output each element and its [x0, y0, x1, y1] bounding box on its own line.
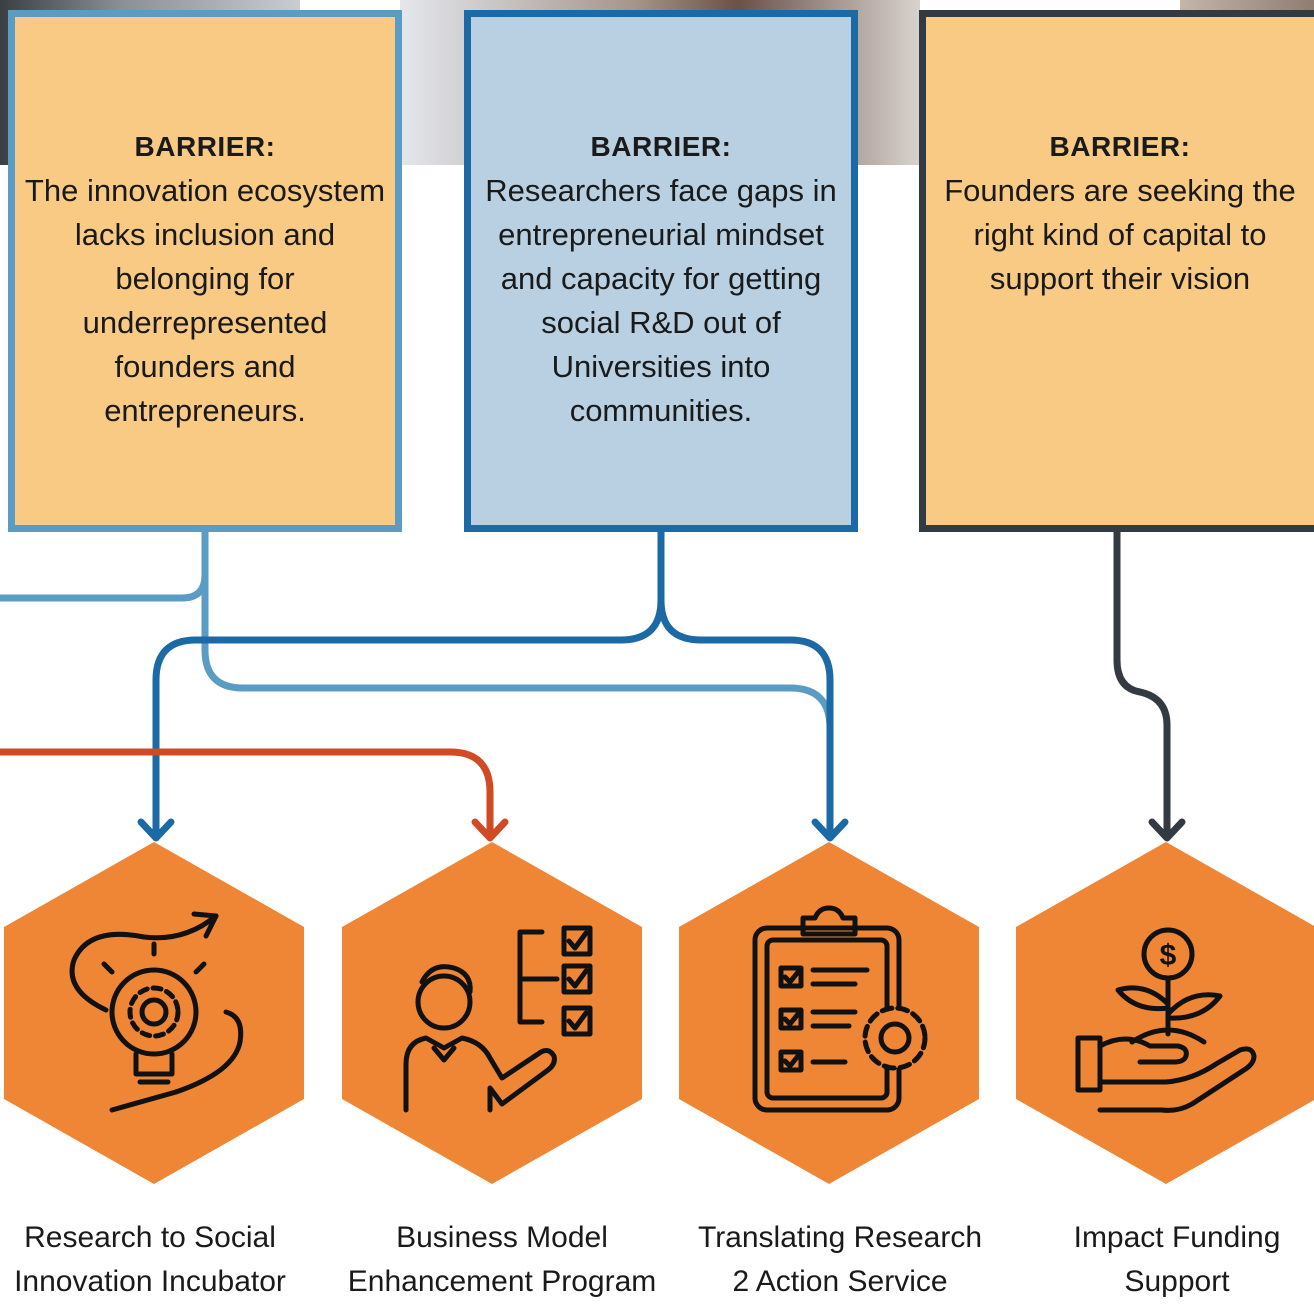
- program-label-translating: Translating Research 2 Action Service: [670, 1216, 1010, 1304]
- program-label-line2: Enhancement Program: [347, 1265, 657, 1298]
- program-label-line2: 2 Action Service: [732, 1265, 948, 1298]
- hand-money-plant-icon: $: [1075, 927, 1257, 1113]
- connector-red-to-business-model: [0, 748, 494, 835]
- barrier-box-researchers: BARRIER: Researchers face gaps in entrep…: [464, 10, 858, 532]
- program-label-line1: Research to Social: [24, 1221, 276, 1254]
- connector-barrier2-to-incubator: [152, 532, 665, 835]
- clipboard-gear-icon: [752, 905, 928, 1113]
- arrowhead-funding: [1148, 818, 1186, 842]
- program-label-line2: Innovation Incubator: [14, 1265, 286, 1298]
- program-label-line2: Support: [1124, 1265, 1230, 1298]
- program-label-line1: Impact Funding: [1073, 1221, 1281, 1254]
- barrier-box-capital: BARRIER: Founders are seeking the right …: [919, 10, 1314, 532]
- barrier-box-inclusion: BARRIER: The innovation ecosystem lacks …: [8, 10, 402, 532]
- barrier-heading: BARRIER:: [590, 131, 732, 162]
- program-label-line1: Business Model: [396, 1221, 608, 1254]
- barrier-heading: BARRIER:: [1049, 131, 1191, 162]
- lightbulb-gear-icon: [69, 911, 244, 1113]
- program-label-line1: Translating Research: [697, 1221, 983, 1254]
- program-label-business-model: Business Model Enhancement Program: [322, 1216, 682, 1304]
- program-hexagon-funding: $: [1016, 842, 1314, 1184]
- presenter-checklist-icon: [403, 925, 593, 1113]
- connector-barrier2-to-translating: [657, 599, 834, 835]
- arrowhead-business-model: [471, 818, 509, 842]
- barrier-text: Researchers face gaps in entrepreneurial…: [485, 173, 837, 428]
- barrier-text: The innovation ecosystem lacks inclusion…: [24, 173, 386, 428]
- program-hexagon-incubator: [4, 842, 304, 1184]
- svg-text:$: $: [1160, 939, 1177, 972]
- arrowhead-translating: [811, 818, 849, 842]
- connector-barrier1-left: [0, 532, 209, 602]
- barrier-heading: BARRIER:: [134, 131, 276, 162]
- barrier-text: Founders are seeking the right kind of c…: [944, 173, 1296, 296]
- arrowhead-incubator: [137, 818, 175, 842]
- program-hexagon-business-model: [342, 842, 642, 1184]
- connector-barrier3-to-funding: [1113, 532, 1171, 835]
- connector-barrier1-to-translating: [201, 575, 834, 800]
- program-label-funding: Impact Funding Support: [1040, 1216, 1314, 1304]
- program-hexagon-translating: [679, 842, 979, 1184]
- program-label-incubator: Research to Social Innovation Incubator: [0, 1216, 300, 1304]
